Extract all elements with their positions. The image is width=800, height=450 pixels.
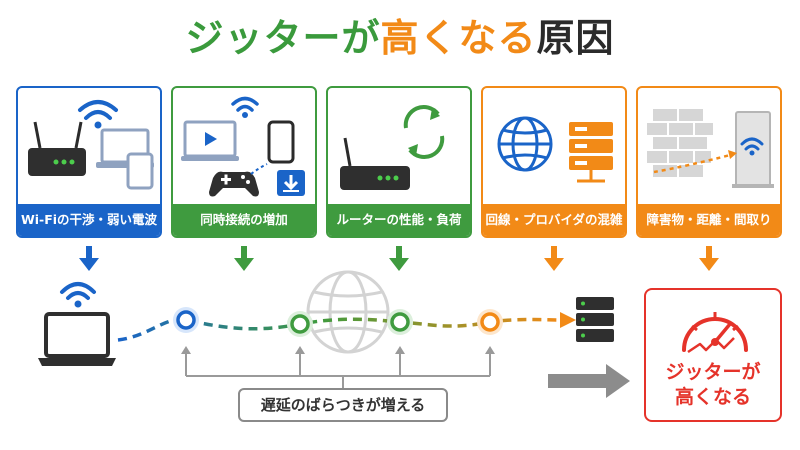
cycle-arrows-icon (403, 105, 445, 159)
cause-label: Wi-Fiの干渉・弱い電波 (18, 204, 160, 236)
flow-node (387, 309, 413, 335)
wifi-icon (740, 137, 764, 156)
flow-arrowhead (560, 312, 576, 328)
title-part-2: 高くなる (380, 16, 537, 60)
bracket-arrowheads (181, 346, 495, 354)
result-line-1: ジッターが (665, 361, 761, 383)
result-line-2: 高くなる (674, 386, 751, 408)
down-arrow-icon (79, 246, 99, 271)
router-and-devices-icon (28, 100, 154, 190)
title-part-1: ジッターが (185, 16, 381, 60)
gamepad-icon (209, 171, 259, 197)
flow-node (173, 307, 199, 333)
cause-card-isp-congestion: 回線・プロバイダの混雑 (481, 86, 627, 238)
down-arrow-icon (234, 246, 254, 271)
cause-card-concurrent-connections: 同時接続の増加 (171, 86, 317, 238)
router-cycle-icon (340, 105, 445, 190)
door-icon (732, 111, 774, 188)
title-part-3: 原因 (536, 16, 615, 60)
gauge-icon (682, 312, 748, 354)
cause-card-obstacles-distance: 障害物・距離・間取り (636, 86, 782, 238)
download-icon (277, 170, 305, 196)
cause-label: ルーターの性能・負荷 (328, 204, 470, 236)
result-box: ジッターが 高くなる (644, 288, 782, 422)
page-title: ジッターが高くなる原因 (0, 14, 800, 62)
globe-server-icon (497, 116, 613, 183)
result-text: ジッターが 高くなる (646, 360, 780, 410)
background-globe-icon (306, 270, 390, 354)
server-icon (576, 297, 614, 342)
cause-label: 回線・プロバイダの混雑 (483, 204, 625, 236)
cause-card-wifi-interference: Wi-Fiの干渉・弱い電波 (16, 86, 162, 238)
cause-label: 障害物・距離・間取り (638, 204, 780, 236)
wall-signal-icon (645, 107, 774, 188)
wifi-icon (78, 100, 118, 129)
laptop-icon (38, 312, 116, 366)
flow-node (477, 309, 503, 335)
wifi-icon (60, 282, 96, 308)
down-arrow-icon (389, 246, 409, 271)
down-arrow-icon (699, 246, 719, 271)
cause-card-router-load: ルーターの性能・負荷 (326, 86, 472, 238)
down-arrow-icon (544, 246, 564, 271)
tablet-icon (126, 152, 154, 190)
multiple-devices-icon (181, 96, 305, 197)
flow-node (287, 311, 313, 337)
router-icon (28, 121, 86, 176)
right-arrow-icon (548, 364, 630, 398)
globe-icon (497, 116, 553, 172)
latency-variation-label: 遅延のばらつきが増える (238, 388, 448, 422)
smartphone-icon (267, 120, 295, 164)
cause-label: 同時接続の増加 (173, 204, 315, 236)
bracket-connector (185, 350, 491, 388)
monitor-icon (181, 120, 239, 161)
server-icon (569, 122, 613, 183)
wifi-icon (231, 96, 259, 118)
router-icon (340, 137, 410, 190)
